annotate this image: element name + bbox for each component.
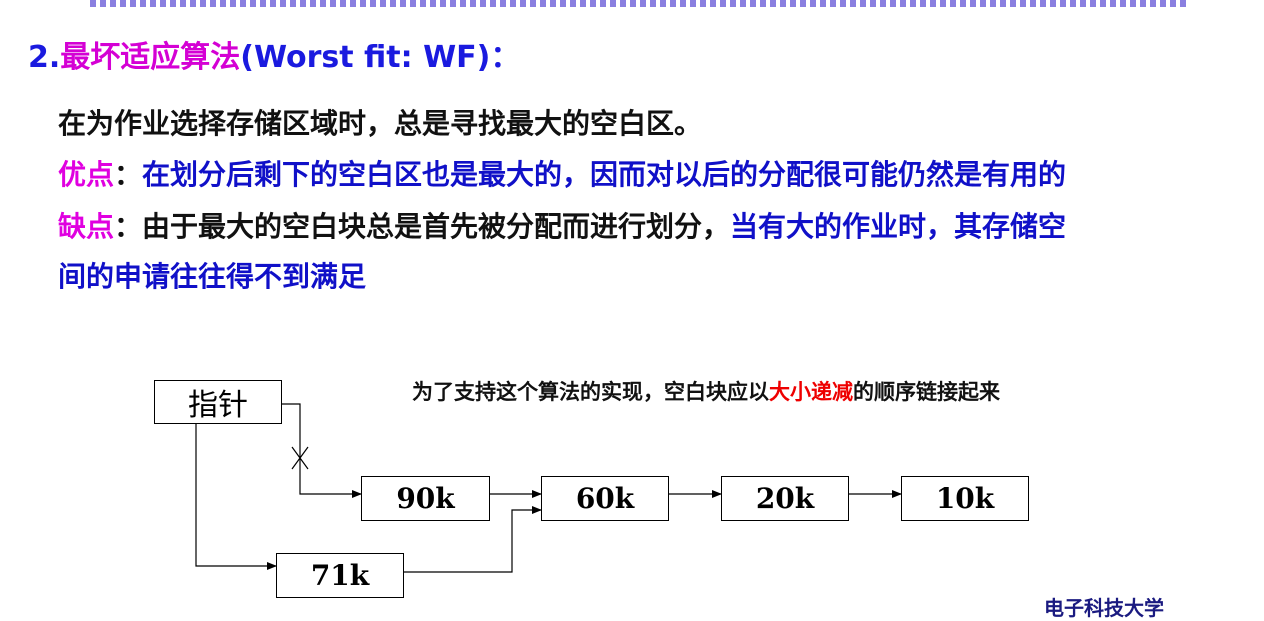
top-decorative-strip xyxy=(90,0,1190,7)
arrow-71k-to-60k xyxy=(404,506,542,573)
disadvantage-continuation: 间的申请往往得不到满足 xyxy=(58,260,367,293)
advantage-line: 优点：在划分后剩下的空白区也是最大的，因而对以后的分配很可能仍然是有用的 xyxy=(58,155,1066,195)
description-line-1: 在为作业选择存储区域时，总是寻找最大的空白区。 xyxy=(58,107,703,140)
block-71k: 71k xyxy=(276,553,404,598)
note-before: 为了支持这个算法的实现，空白块应以 xyxy=(412,380,769,404)
school-name: 电子科技大学 xyxy=(1044,596,1164,620)
block-90k: 90k xyxy=(361,476,490,521)
pointer-to-90k-arrow xyxy=(282,403,362,498)
algorithm-note: 为了支持这个算法的实现，空白块应以大小递减的顺序链接起来 xyxy=(412,376,1062,409)
disadvantage-line: 缺点：由于最大的空白块总是首先被分配而进行划分，当有大的作业时，其存储空 xyxy=(58,207,1066,247)
disadvantage-colon: ： xyxy=(114,210,143,243)
pointer-to-71k-arrow xyxy=(195,424,277,570)
block-10k: 10k xyxy=(901,476,1029,521)
advantage-colon: ： xyxy=(114,158,143,191)
slide-title: 2.最坏适应算法(Worst fit: WF)： xyxy=(28,32,520,76)
note-after: 的顺序链接起来 xyxy=(853,380,1000,404)
cross-mark-icon xyxy=(291,446,309,470)
block-60k: 60k xyxy=(541,476,669,521)
pointer-box: 指针 xyxy=(154,380,282,424)
title-number: 2. xyxy=(28,40,61,75)
title-english: (Worst fit: WF)： xyxy=(240,40,521,75)
title-name: 最坏适应算法 xyxy=(60,40,241,75)
disadvantage-text-blue: 当有大的作业时，其存储空 xyxy=(730,210,1067,243)
disadvantage-label: 缺点 xyxy=(58,210,115,243)
block-20k: 20k xyxy=(721,476,849,521)
advantage-label: 优点 xyxy=(58,158,115,191)
note-highlight: 大小递减 xyxy=(769,380,853,404)
disadvantage-text: 由于最大的空白块总是首先被分配而进行划分， xyxy=(142,210,731,243)
advantage-text: 在划分后剩下的空白区也是最大的，因而对以后的分配很可能仍然是有用的 xyxy=(142,158,1067,191)
